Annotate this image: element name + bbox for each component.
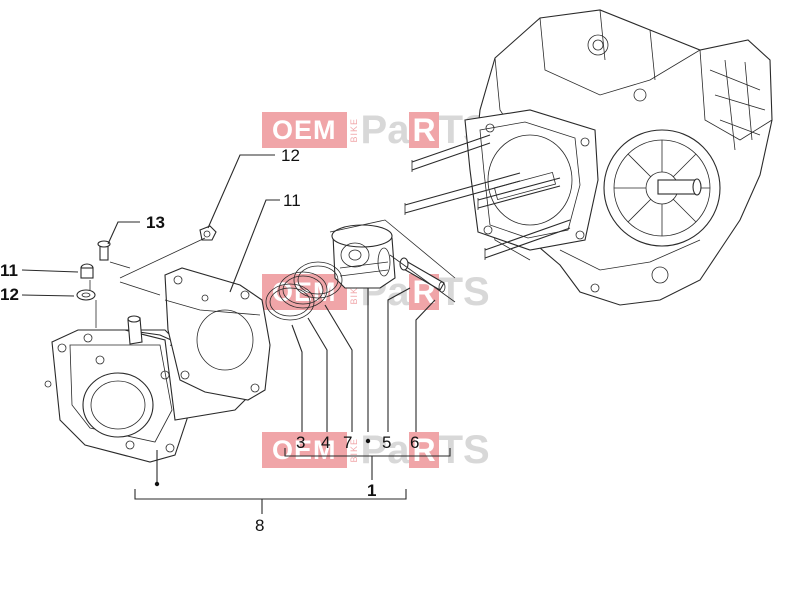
nut-10 (199, 225, 217, 241)
leader-lines (21, 154, 436, 483)
callout-10: 12 (281, 146, 300, 165)
callout-7: 7 (343, 433, 353, 452)
callout-9: 11 (283, 191, 301, 210)
callout-12: 12 (0, 285, 19, 304)
callout-6: 6 (410, 433, 420, 452)
assembly-bracket-8 (134, 481, 407, 514)
callout-11: 11 (0, 261, 18, 280)
callout-4: 4 (321, 433, 331, 452)
piston-rings (265, 261, 343, 321)
callout-5: 5 (382, 433, 392, 452)
assembly-guides (89, 219, 456, 328)
callout-3: 3 (296, 433, 306, 452)
screw-13 (97, 240, 111, 261)
crankcase (464, 9, 773, 306)
piston (331, 224, 396, 289)
piston-pin (399, 257, 446, 293)
callout-13: 13 (146, 213, 165, 232)
cylinder-studs (404, 134, 571, 260)
union-11 (80, 263, 94, 279)
callout-1: 1 (367, 481, 377, 500)
callout-8: 8 (255, 516, 265, 535)
washer-12 (76, 289, 96, 301)
base-gasket (164, 267, 271, 401)
assembly-bracket-1 (284, 438, 451, 480)
